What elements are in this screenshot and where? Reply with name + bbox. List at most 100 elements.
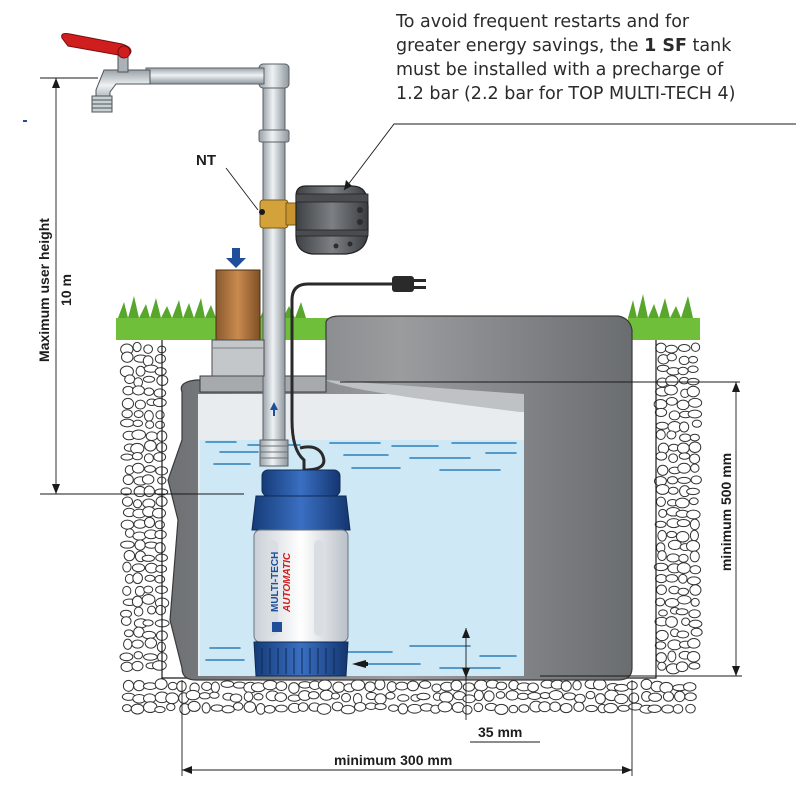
gravel-stone (690, 627, 703, 637)
gravel-stone (462, 682, 475, 692)
gravel-stone (462, 694, 476, 704)
gravel-stone (167, 681, 178, 691)
gravel-stone (527, 692, 542, 700)
nt-label: NT (196, 152, 216, 169)
gravel-stone (686, 385, 700, 398)
gravel-stone (690, 597, 700, 607)
gravel-stone (549, 701, 561, 713)
gravel-stone (364, 681, 376, 693)
gravel-stone (494, 703, 509, 715)
gravel-stone (275, 704, 288, 713)
water (200, 440, 524, 676)
gravel-stone (654, 407, 668, 417)
gravel-stone (572, 680, 582, 691)
dimension-arrows (52, 78, 740, 774)
power-cable (290, 276, 426, 472)
gravel-stone (243, 691, 254, 702)
gravel-stone (678, 355, 690, 366)
gravel-stone (154, 354, 166, 364)
gravel-stone (131, 660, 144, 672)
gravel-stone (483, 690, 495, 702)
gravel-stone (144, 465, 156, 473)
dimension-lines (40, 77, 796, 776)
gravel-stone (123, 629, 134, 638)
gravel-stone (131, 639, 144, 649)
gravel-stone (687, 365, 699, 374)
gravel-stone (209, 691, 220, 699)
gravel-stone (144, 574, 156, 582)
gravel-stone (664, 384, 678, 396)
gravel-stone (317, 679, 332, 691)
gravel-stone (679, 433, 692, 443)
gravel-stone (655, 584, 667, 596)
gravel-stone (562, 692, 577, 701)
gravel-stone (416, 692, 431, 701)
gravel-stone (655, 421, 669, 430)
gravel-stone (152, 507, 167, 519)
gravel-stone (677, 595, 692, 605)
gravel-stone (666, 352, 677, 362)
gravel-stone (462, 704, 473, 715)
gravel-stone (122, 585, 132, 596)
gravel-stone (143, 410, 154, 422)
gravel-stone (198, 692, 211, 700)
gravel-stone (134, 539, 146, 551)
gravel-stone (683, 682, 697, 692)
gravel-stone (144, 439, 157, 452)
gravel-stone (678, 553, 689, 563)
gravel-stone (495, 681, 508, 691)
gravel-stone (677, 587, 690, 596)
gravel-stone (143, 653, 158, 661)
gravel-stone (585, 690, 596, 700)
gravel-stone (665, 396, 678, 406)
gravel-stone (154, 367, 167, 376)
min-300-label: minimum 300 mm (334, 752, 453, 768)
gravel-stone (672, 704, 684, 714)
gravel-stone (667, 486, 679, 495)
gravel-stone (221, 705, 235, 714)
gravel-stone (664, 344, 678, 354)
gravel-stone (132, 531, 147, 541)
gravel-stone (143, 485, 155, 498)
gravel-stone (661, 704, 675, 714)
note-line-2-text: greater energy savings, the (396, 36, 645, 56)
gravel-stone (374, 703, 387, 711)
gravel-stone (505, 690, 520, 701)
small-marker (23, 120, 27, 122)
gravel-stone (668, 410, 681, 421)
gravel-stone (574, 693, 586, 704)
gravel-stone (386, 681, 398, 693)
gravel-stone (152, 660, 167, 671)
gravel-pit (119, 341, 703, 715)
gravel-stone (332, 681, 346, 693)
gravel-stone (690, 342, 701, 352)
gravel-stone (685, 703, 696, 714)
gravel-stone (144, 637, 158, 649)
gravel-stone (210, 681, 220, 694)
gravel-stone (141, 594, 156, 605)
gravel-stone (121, 409, 133, 419)
gravel-stone (690, 475, 702, 485)
gravel-stone (686, 540, 701, 552)
gravel-stone (153, 452, 167, 462)
gravel-stone (143, 387, 155, 396)
gravel-stone (666, 530, 678, 539)
grass-right (628, 294, 700, 340)
gravel-stone (145, 431, 159, 441)
gravel-stone (142, 375, 156, 383)
gravel-stone (143, 585, 154, 594)
gravel-stone (154, 678, 168, 690)
gravel-stone (689, 584, 702, 596)
gravel-stone (474, 679, 489, 692)
gravel-stone (675, 661, 689, 673)
gravel-stone (666, 476, 679, 485)
gravel-stone (539, 691, 551, 700)
faucet (61, 33, 151, 113)
gravel-stone (243, 701, 257, 713)
gravel-stone (473, 702, 484, 713)
gravel-stone (676, 399, 690, 411)
gravel-stone (560, 680, 572, 692)
gravel-stone (678, 573, 688, 584)
gravel-stone (132, 385, 146, 396)
gravel-stone (340, 704, 356, 715)
